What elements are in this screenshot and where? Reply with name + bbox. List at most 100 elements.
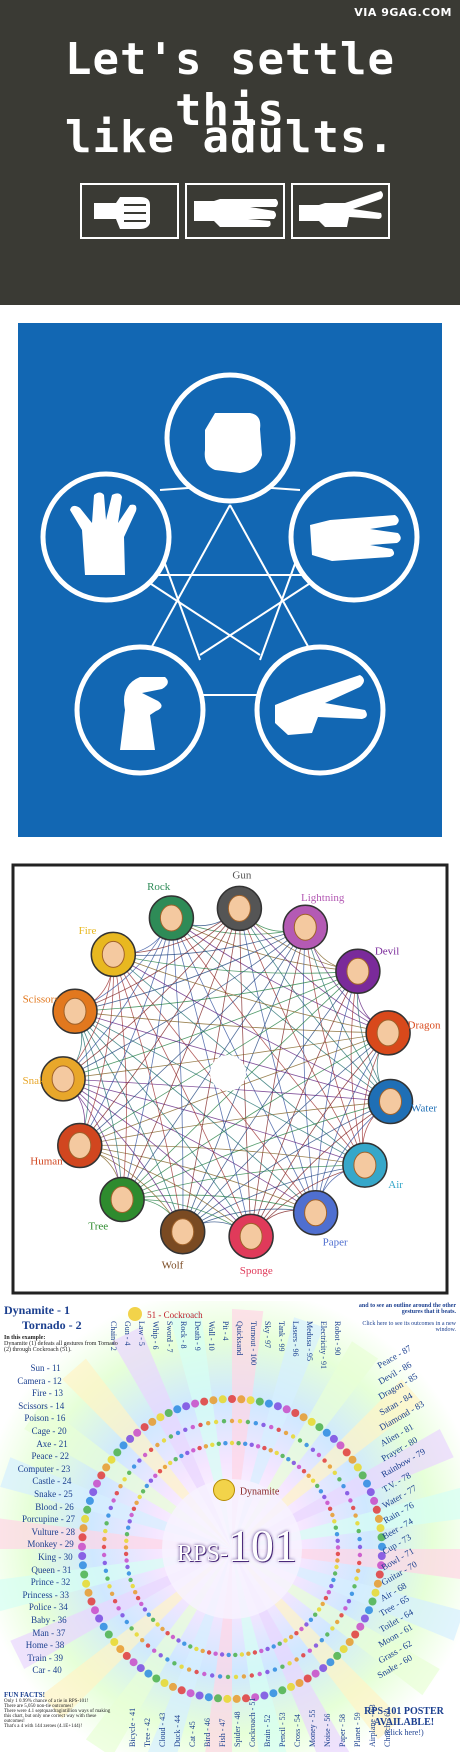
rps101-gesture-dot <box>313 1643 319 1648</box>
rps101-gesture-dot <box>164 1409 173 1417</box>
rps101-gesture-dot <box>206 1650 212 1655</box>
rps101-header-right: and to see an outline around the other g… <box>346 1303 456 1333</box>
rps101-gesture-dot <box>150 1617 156 1622</box>
poster-link[interactable]: (click here!) <box>384 1728 424 1737</box>
header-dynamite: Dynamite - 1 <box>4 1303 70 1317</box>
rps15-node-label: Dragon <box>408 1020 441 1032</box>
rps15-edge <box>250 1101 391 1237</box>
rps15-edge <box>74 1011 123 1200</box>
gesture-label: Castle - 24 <box>32 1476 72 1487</box>
rps101-gesture-dot <box>276 1427 281 1432</box>
poster-promo[interactable]: RPS-101 POSTER AVAILABLE! (click here!) <box>354 1706 454 1737</box>
rps15-edge <box>79 1101 391 1146</box>
caption-line-1: Let's settle this <box>65 34 395 136</box>
rps15-node: Sponge <box>228 1213 274 1277</box>
rps101-gesture-dot <box>358 1471 367 1480</box>
rps101-gesture-dot <box>307 1648 312 1653</box>
rpsls-panel <box>0 305 460 855</box>
hand-icon <box>379 1088 402 1115</box>
rps101-gesture-dot <box>280 1453 285 1459</box>
rps15-edge <box>182 1101 391 1233</box>
rps101-gesture-dot <box>103 1528 108 1534</box>
gesture-label: Vulture - 28 <box>31 1526 75 1537</box>
hand-icon <box>159 904 183 932</box>
rps101-gesture-dot <box>245 1419 251 1425</box>
rps15-edge <box>112 954 127 1200</box>
rps101-gesture-dot <box>331 1577 336 1583</box>
gesture-label: Cage - 20 <box>31 1426 67 1436</box>
rps101-header-mid: 51 - Cockroach <box>128 1303 203 1322</box>
rps15-edge <box>121 1164 365 1200</box>
rps101-gesture-dot <box>337 1477 342 1482</box>
rps101-gesture-dot <box>316 1607 322 1612</box>
gesture-label: Airplane - 63 <box>368 1704 377 1747</box>
rps101-gesture-dot <box>217 1674 223 1679</box>
rps101-gesture-dot <box>319 1638 324 1643</box>
rps101-gesture-dot <box>198 1422 203 1428</box>
rps15-node: Dragon <box>365 1010 441 1056</box>
click-hint-link[interactable]: Click here to see its outcomes in a new … <box>362 1321 456 1333</box>
rps101-gesture-dot <box>226 1652 231 1658</box>
gesture-label: Home - 38 <box>25 1640 65 1651</box>
rps101-gesture-dot <box>194 1669 199 1675</box>
rps101-gesture-dot <box>129 1658 138 1667</box>
rps101-gesture-dot <box>172 1661 177 1666</box>
gesture-label: Prince - 32 <box>30 1577 71 1588</box>
rps101-gesture-dot <box>218 1395 227 1404</box>
rps101-gesture-dot <box>134 1500 139 1505</box>
rps101-gesture-dot <box>320 1601 325 1607</box>
gesture-label: Whip - 6 <box>151 1321 160 1350</box>
hand-icon <box>51 1065 75 1093</box>
rps101-gesture-dot <box>253 1421 258 1426</box>
rps15-node-label: Rock <box>147 881 171 893</box>
rps101-gesture-dot <box>83 1505 92 1514</box>
rps101-gesture-dot <box>232 1694 241 1703</box>
rps15-node-label: Paper <box>323 1237 348 1249</box>
gesture-label: Pencil - 53 <box>278 1712 287 1747</box>
rps101-gesture-dot <box>125 1564 130 1570</box>
dynamite-thumb-icon <box>128 1306 142 1321</box>
gesture-label: Axe - 21 <box>36 1438 68 1449</box>
gesture-label: Sword - 7 <box>165 1321 174 1353</box>
fun-fact: There were 4.1 septquardragintillion way… <box>4 1709 111 1724</box>
rps101-gesture-dot <box>173 1457 178 1462</box>
rps101-gesture-dot <box>356 1528 361 1534</box>
gesture-label: Wall - 10 <box>207 1321 216 1351</box>
rps101-gesture-dot <box>191 1448 196 1453</box>
rps101-gesture-dot <box>131 1506 137 1511</box>
rps15-node: Snake <box>23 1056 86 1102</box>
poster-subtitle: AVAILABLE! <box>373 1717 435 1728</box>
rps101-gesture-dot <box>78 1533 87 1542</box>
rps15-node-label: Scissors <box>23 994 59 1006</box>
rps101-gesture-dot <box>126 1571 132 1576</box>
gesture-label: Tank - 99 <box>277 1321 286 1352</box>
rps101-panel: Dynamite - 1 Tornado - 2 In this example… <box>0 1301 460 1752</box>
rps101-gesture-dot <box>355 1521 360 1526</box>
rps101-gesture-dot <box>296 1464 302 1470</box>
rps101-gesture-dot <box>185 1450 190 1456</box>
rps101-gesture-dot <box>327 1464 333 1469</box>
rps15-edge <box>239 908 391 1102</box>
rps101-gesture-dot <box>304 1622 309 1627</box>
rps101-gesture-dot <box>371 1588 380 1597</box>
rps101-gesture-dot <box>286 1457 291 1462</box>
rps101-gesture-dot <box>354 1576 359 1581</box>
rps101-gesture-dot <box>357 1536 362 1542</box>
hand-icon <box>353 1151 377 1179</box>
rps101-gesture-dot <box>335 1558 340 1563</box>
gesture-label: Blood - 26 <box>35 1501 74 1512</box>
rps101-gesture-dot <box>175 1430 181 1436</box>
gesture-label: Planet - 59 <box>353 1712 362 1747</box>
rps15-edge <box>121 917 172 1200</box>
rps15-node: Fire <box>79 925 137 978</box>
rps15-edge <box>315 971 359 1213</box>
rps15-edge <box>315 1032 389 1213</box>
rps15-edge <box>62 917 172 1080</box>
rps15-node-label: Devil <box>375 945 399 957</box>
gesture-label: Cockroach - 51 <box>248 1697 257 1747</box>
rps101-gesture-dot <box>223 1694 232 1703</box>
poster-title: RPS-101 POSTER <box>364 1706 444 1717</box>
rps101-gesture-dot <box>378 1542 386 1551</box>
rps101-gesture-dot <box>297 1438 303 1443</box>
rps101-gesture-dot <box>99 1622 108 1631</box>
